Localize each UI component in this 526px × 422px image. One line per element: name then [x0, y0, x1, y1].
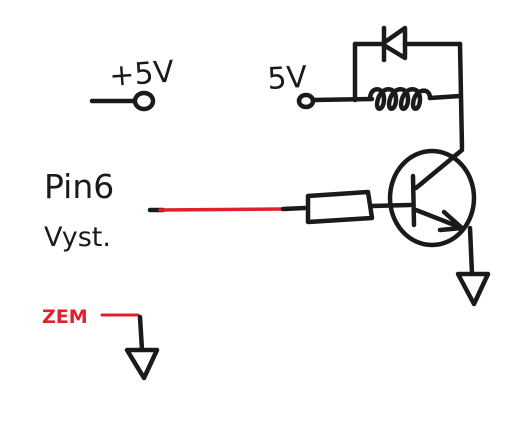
plus5v-terminal: +5V [89, 55, 176, 112]
emitter-ground-icon [455, 271, 491, 307]
signal-wire [158, 207, 285, 212]
ground-label: ZEM [42, 306, 88, 328]
signal-to-resistor-wire [280, 205, 308, 212]
supply-to-coil-wire [310, 96, 375, 103]
pin-label-line1: Pin6 [44, 167, 114, 206]
ground-drop-wire [137, 314, 145, 353]
emitter-arrow [437, 209, 465, 233]
supply5v-node [296, 92, 316, 110]
supply5v-label: 5V [267, 60, 309, 97]
transistor-circle [387, 148, 477, 248]
transistor-emitter-leg [413, 207, 465, 231]
flyback-diode [352, 25, 465, 151]
ground-reference: ZEM [42, 306, 160, 381]
resistor-body [305, 189, 375, 225]
ground-icon [124, 347, 160, 381]
coil-to-collector-wire [427, 93, 463, 101]
emitter-ground-wire [467, 225, 475, 277]
npn-transistor [387, 147, 477, 248]
plus5v-node [132, 90, 156, 112]
collector-wire [457, 41, 465, 151]
relay-coil [367, 87, 433, 111]
transistor-base-bar [410, 173, 417, 228]
transistor-collector-leg [413, 147, 465, 191]
plus5v-label: +5V [108, 55, 176, 94]
emitter-ground [455, 225, 491, 307]
relay-supply: 5V [267, 60, 375, 110]
pin-label: Pin6 Vyst. [44, 167, 114, 253]
pin-label-line2: Vyst. [44, 222, 111, 253]
